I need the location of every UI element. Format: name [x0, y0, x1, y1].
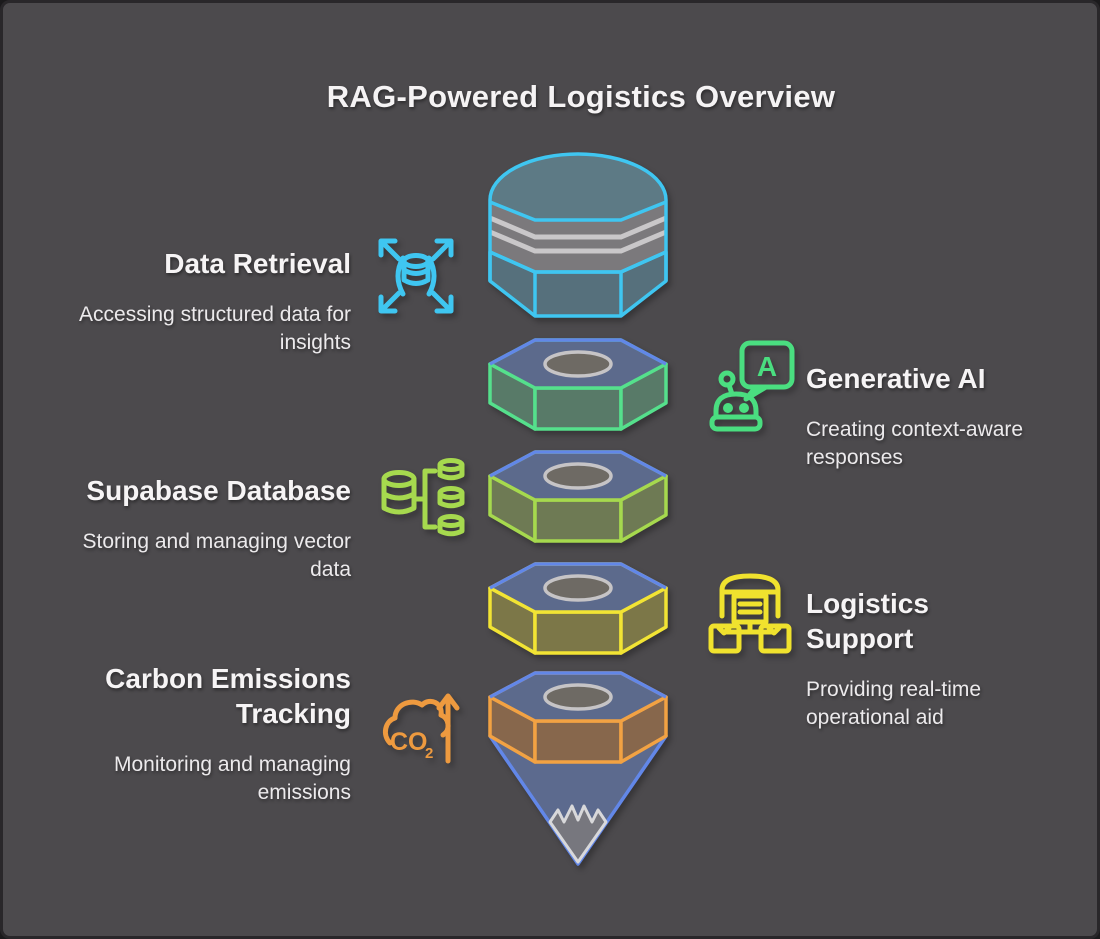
- section-data-retrieval: Data Retrieval Accessing structured data…: [31, 246, 351, 357]
- pencil-tip: [548, 804, 608, 864]
- funnel-layer-hex-green: [488, 338, 668, 431]
- section-description: Accessing structured data for insights: [79, 303, 351, 354]
- section-heading: Data Retrieval: [164, 248, 351, 279]
- section-logistics-support: Logistics Support Providing real-time op…: [806, 586, 1036, 732]
- section-heading: Generative AI: [806, 363, 986, 394]
- section-heading: Carbon Emissions Tracking: [105, 663, 351, 729]
- section-supabase-database: Supabase Database Storing and managing v…: [61, 473, 352, 584]
- section-heading: Logistics Support: [806, 588, 929, 654]
- section-generative-ai: Generative AI Creating context-aware res…: [806, 361, 1056, 472]
- co2-emissions-icon: CO 2: [382, 693, 460, 764]
- funnel-layer-hex-orange-with-tip: [488, 671, 668, 866]
- funnel-layer-hex-yellow: [488, 562, 668, 655]
- funnel-layer-database-cylinder: [488, 152, 668, 318]
- section-carbon-emissions: Carbon Emissions Tracking Monitoring and…: [91, 661, 351, 807]
- section-description: Creating context-aware responses: [806, 418, 1024, 469]
- co2-label: CO: [390, 728, 428, 756]
- co2-subscript: 2: [425, 745, 433, 762]
- section-description: Providing real-time operational aid: [806, 678, 982, 729]
- ai-bubble-letter: A: [757, 351, 777, 382]
- database-cluster-icon: [381, 458, 465, 537]
- section-description: Monitoring and managing emissions: [114, 753, 351, 804]
- funnel-layer-hex-lime: [488, 450, 668, 543]
- robot-chat-icon: A: [709, 340, 795, 432]
- section-heading: Supabase Database: [86, 475, 351, 506]
- warehouse-boxes-icon: [708, 573, 792, 654]
- section-description: Storing and managing vector data: [82, 530, 352, 581]
- expand-database-icon: [378, 238, 454, 314]
- page-title: RAG-Powered Logistics Overview: [326, 79, 836, 114]
